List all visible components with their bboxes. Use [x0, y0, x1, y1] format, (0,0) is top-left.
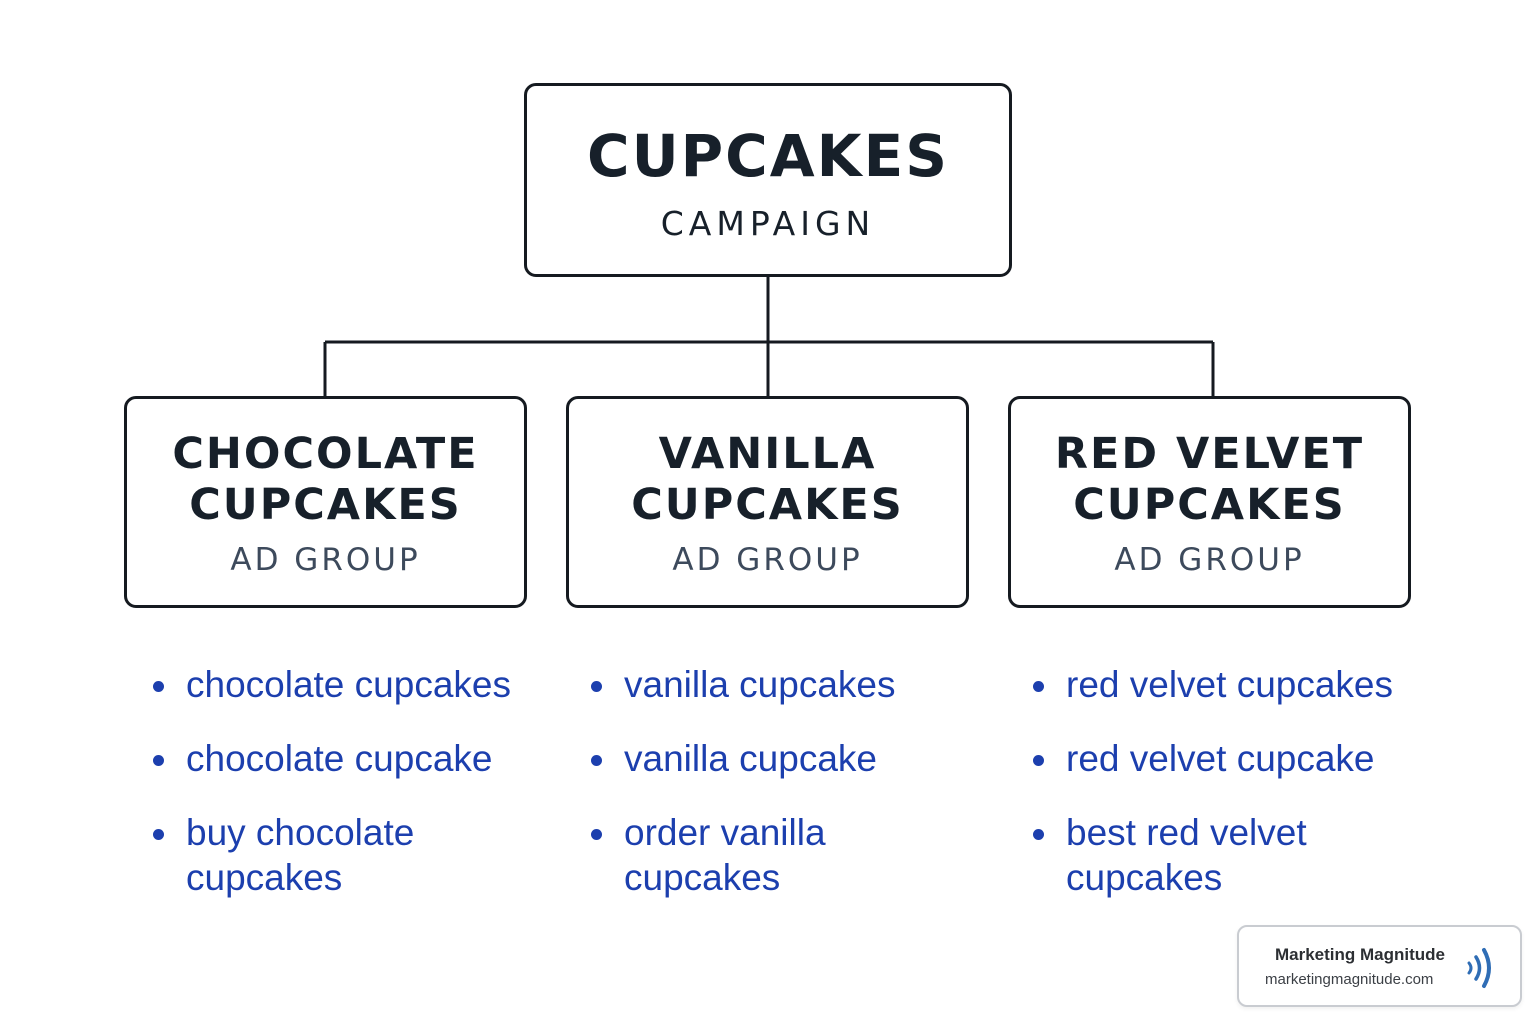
- brand-name: Marketing Magnitude: [1275, 945, 1446, 964]
- keyword-text: vanilla cupcake: [624, 738, 877, 779]
- ad-group-subtitle: AD GROUP: [230, 541, 421, 578]
- keyword-text: chocolate cupcake: [186, 738, 493, 779]
- ad-group-subtitle: AD GROUP: [672, 541, 863, 578]
- bullet-dot: [153, 681, 164, 692]
- keyword-text: best red velvet cupcakes: [1066, 812, 1307, 898]
- bullet-dot: [1033, 681, 1044, 692]
- campaign-title: CUPCAKES: [587, 121, 949, 190]
- keyword-text: red velvet cupcakes: [1066, 664, 1394, 705]
- bullet-dot: [591, 829, 602, 840]
- keyword-text: vanilla cupcakes: [624, 664, 896, 705]
- keyword-item: vanilla cupcake: [588, 736, 968, 781]
- bullet-dot: [153, 829, 164, 840]
- bullet-dot: [1033, 755, 1044, 766]
- ad-group-title-line1: CHOCOLATE: [172, 428, 479, 479]
- ad-group-subtitle: AD GROUP: [1114, 541, 1305, 578]
- keyword-list-vanilla: vanilla cupcakes vanilla cupcake order v…: [588, 662, 968, 929]
- keyword-item: red velvet cupcake: [1030, 736, 1430, 781]
- keyword-text: chocolate cupcakes: [186, 664, 511, 705]
- keyword-item: chocolate cupcake: [150, 736, 530, 781]
- bullet-dot: [153, 755, 164, 766]
- keyword-item: best red velvet cupcakes: [1030, 810, 1430, 900]
- ad-group-box-red-velvet: RED VELVET CUPCAKES AD GROUP: [1008, 396, 1411, 608]
- ad-group-title-line2: CUPCAKES: [1073, 479, 1346, 530]
- campaign-subtitle: CAMPAIGN: [660, 203, 876, 243]
- ad-group-title-line2: CUPCAKES: [189, 479, 462, 530]
- keyword-item: order vanilla cupcakes: [588, 810, 968, 900]
- ad-group-box-chocolate: CHOCOLATE CUPCAKES AD GROUP: [124, 396, 527, 608]
- keyword-item: vanilla cupcakes: [588, 662, 968, 707]
- keyword-text: order vanilla cupcakes: [624, 812, 826, 898]
- keyword-item: red velvet cupcakes: [1030, 662, 1430, 707]
- keyword-item: buy chocolate cupcakes: [150, 810, 530, 900]
- keyword-text: red velvet cupcake: [1066, 738, 1375, 779]
- keyword-list-red-velvet: red velvet cupcakes red velvet cupcake b…: [1030, 662, 1430, 929]
- ad-group-title-line2: CUPCAKES: [631, 479, 904, 530]
- ad-group-title-line1: RED VELVET: [1054, 428, 1365, 479]
- bullet-dot: [591, 681, 602, 692]
- signal-waves-icon: [1467, 948, 1491, 988]
- bullet-dot: [591, 755, 602, 766]
- brand-badge[interactable]: Marketing Magnitude marketingmagnitude.c…: [1237, 925, 1522, 1007]
- keyword-list-chocolate: chocolate cupcakes chocolate cupcake buy…: [150, 662, 530, 929]
- campaign-box: CUPCAKES CAMPAIGN: [524, 83, 1012, 277]
- keyword-item: chocolate cupcakes: [150, 662, 530, 707]
- ad-group-title-line1: VANILLA: [658, 428, 877, 479]
- ad-group-box-vanilla: VANILLA CUPCAKES AD GROUP: [566, 396, 969, 608]
- keyword-text: buy chocolate cupcakes: [186, 812, 415, 898]
- brand-url: marketingmagnitude.com: [1265, 971, 1434, 988]
- bullet-dot: [1033, 829, 1044, 840]
